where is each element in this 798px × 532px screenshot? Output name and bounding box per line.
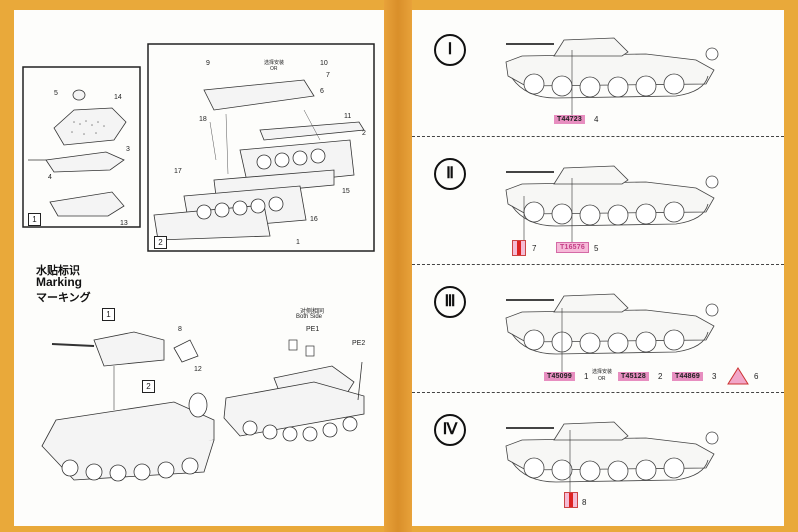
- label-part-8: 8: [178, 326, 182, 333]
- scheme-4-numeral: Ⅳ: [434, 414, 466, 446]
- label-pe2: PE2: [352, 340, 366, 347]
- label-part-17: 17: [174, 168, 182, 175]
- marking-profiles: [505, 37, 749, 492]
- label-select-install: 选择安装: [264, 60, 285, 66]
- label-part-15: 15: [342, 188, 350, 195]
- assembly-diagram: [22, 43, 375, 482]
- scheme-2-numeral: Ⅱ: [434, 158, 466, 190]
- label-part-2: 2: [362, 130, 366, 137]
- label-part-7: 7: [326, 72, 330, 79]
- profile-4: [505, 421, 719, 483]
- label-part-11: 11: [344, 113, 352, 120]
- scheme-1-numeral: Ⅰ: [434, 34, 466, 66]
- flag-decal-icon: [512, 240, 526, 256]
- step2-box: [147, 43, 375, 252]
- scheme-1-number: 4: [594, 115, 599, 124]
- label-part-5: 5: [54, 90, 58, 97]
- scheme-1-serial: T44723: [554, 115, 585, 124]
- divider-1: [412, 136, 784, 137]
- profile-1: [505, 37, 719, 99]
- leader-lines: [209, 109, 321, 175]
- profile-3: [505, 293, 719, 355]
- label-part-18: 18: [199, 116, 207, 123]
- scheme-3-or: OR: [598, 376, 606, 382]
- warning-triangle-icon: [727, 367, 749, 385]
- label-both-side-en: Both Side: [296, 314, 323, 320]
- label-part-4: 4: [48, 174, 52, 181]
- label-or: OR: [270, 66, 278, 72]
- label-part-14: 14: [114, 94, 122, 101]
- scheme-3-serial-b: T45128: [618, 372, 649, 381]
- marking-title-en: Marking: [36, 275, 83, 289]
- road-wheels-right: [242, 416, 358, 442]
- right-page: Ⅰ T44723 4 Ⅱ 7 T16576 5 Ⅲ T45099 1 选择安装 …: [412, 10, 784, 526]
- label-part-3: 3: [126, 146, 130, 153]
- scheme-3-serial-a: T45099: [544, 372, 575, 381]
- scheme-3-number-6: 6: [754, 372, 759, 381]
- divider-3: [412, 392, 784, 393]
- scheme-3-number-2: 2: [658, 372, 663, 381]
- scheme-3-select-cn: 选择安装: [592, 369, 613, 375]
- scheme-4-number: 8: [582, 498, 587, 507]
- step2-number: 2: [154, 236, 167, 249]
- turret-rivets: [71, 120, 105, 135]
- marking-title-jp: マーキング: [36, 292, 91, 304]
- label-part-12: 12: [194, 366, 202, 373]
- turret-exploded: [28, 89, 127, 217]
- scheme-2-number-a: 7: [532, 244, 537, 253]
- page-spine: [384, 0, 412, 532]
- scheme-3-number-1: 1: [584, 372, 589, 381]
- label-part-10: 10: [320, 60, 328, 67]
- profile-2: [505, 165, 719, 227]
- scheme-4-flag-icon: [564, 492, 578, 508]
- step1-number: 1: [28, 213, 41, 226]
- divider-2: [412, 264, 784, 265]
- scheme-3-serial-c: T44869: [672, 372, 703, 381]
- label-part-6: 6: [320, 88, 324, 95]
- marking-title-cn: 水贴标识: [36, 265, 80, 277]
- road-wheels-left: [61, 457, 199, 482]
- scheme-3-number-3: 3: [712, 372, 717, 381]
- scheme-2-number-b: 5: [594, 244, 599, 253]
- road-wheels-step2: [196, 148, 326, 220]
- label-part-9: 9: [206, 60, 210, 67]
- label-pe1: PE1: [306, 326, 320, 333]
- scheme-2-serial: T16576: [556, 242, 589, 253]
- bottom-step1-number: 1: [102, 308, 115, 321]
- label-part-16: 16: [310, 216, 318, 223]
- label-part-13: 13: [120, 220, 128, 227]
- left-page: 9 选择安装 OR 10 7 6 11 2 18 17 15 16 1 5 14…: [14, 10, 384, 526]
- bottom-step2-number: 2: [142, 380, 155, 393]
- step1-box: [22, 66, 141, 228]
- label-both-side-cn: 对侧相同: [300, 309, 325, 315]
- scheme-3-numeral: Ⅲ: [434, 286, 466, 318]
- label-part-1: 1: [296, 239, 300, 246]
- tank-assembly-right: [223, 365, 365, 437]
